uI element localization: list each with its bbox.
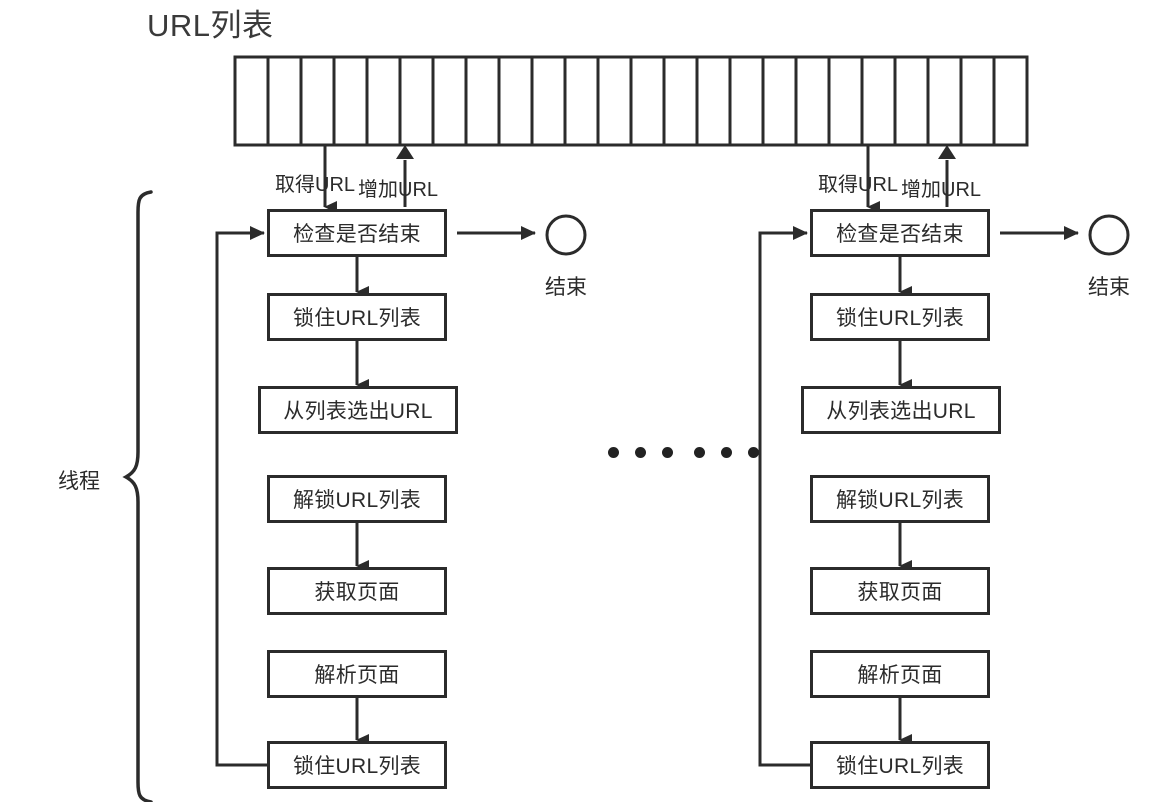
url-list-cell [332,55,369,147]
url-list-cell [596,55,633,147]
end-circle-left [545,214,587,256]
edge-label-get-url-right: 取得URL [818,174,899,196]
end-circle-right [1088,214,1130,256]
url-list-cell [563,55,600,147]
end-label-right: 结束 [1088,276,1130,299]
url-list-cell [662,55,699,147]
box-parse-page-right[interactable]: 解析页面 [810,650,990,698]
connector-loop-back-left [215,226,267,767]
box-select-url-right[interactable]: 从列表选出URL [801,386,1001,434]
thread-brace [122,190,153,802]
end-label-left: 结束 [545,276,587,299]
url-list-cell [629,55,666,147]
ellipsis-dot [608,447,619,458]
url-list-cell [926,55,963,147]
box-fetch-page-left[interactable]: 获取页面 [267,567,447,615]
box-select-url-left[interactable]: 从列表选出URL [258,386,458,434]
edge-label-add-url-right: 增加URL [901,179,982,201]
url-list-cell [299,55,336,147]
flow-connectors [215,145,1079,767]
url-list-array [233,55,1029,147]
url-list-cell [860,55,897,147]
url-list-cell [365,55,402,147]
box-lock-url-list-end-left[interactable]: 锁住URL列表 [267,741,447,789]
thread-bracket-label: 线程 [58,470,100,493]
box-fetch-page-right[interactable]: 获取页面 [810,567,990,615]
connector-loop-back-right [758,226,810,767]
url-list-cell [530,55,567,147]
url-list-cell [893,55,930,147]
url-list-cell [497,55,534,147]
edge-label-add-url-left: 增加URL [358,179,439,201]
box-lock-url-list-left[interactable]: 锁住URL列表 [267,293,447,341]
page-title: URL列表 [147,8,274,43]
url-list-cell [794,55,831,147]
ellipsis-dot [721,447,732,458]
url-list-cell [398,55,435,147]
url-list-cell [233,55,270,147]
url-list-cell [431,55,468,147]
box-lock-url-list-end-right[interactable]: 锁住URL列表 [810,741,990,789]
box-parse-page-left[interactable]: 解析页面 [267,650,447,698]
ellipsis-dot [748,447,759,458]
url-list-cell [728,55,765,147]
ellipsis-dot [662,447,673,458]
connector-add-url-arrow-left [396,145,414,159]
box-check-finished-left[interactable]: 检查是否结束 [267,209,447,257]
url-list-cell [464,55,501,147]
ellipsis-dot [694,447,705,458]
ellipsis-dot [635,447,646,458]
box-check-finished-right[interactable]: 检查是否结束 [810,209,990,257]
box-unlock-url-list-left[interactable]: 解锁URL列表 [267,475,447,523]
box-unlock-url-list-right[interactable]: 解锁URL列表 [810,475,990,523]
url-list-cell [761,55,798,147]
connector-add-url-arrow-right [938,145,956,159]
url-list-cell [959,55,996,147]
box-lock-url-list-right[interactable]: 锁住URL列表 [810,293,990,341]
edge-label-get-url-left: 取得URL [275,174,356,196]
url-list-cell [992,55,1029,147]
url-list-cell [266,55,303,147]
url-list-cell [827,55,864,147]
url-list-cell [695,55,732,147]
